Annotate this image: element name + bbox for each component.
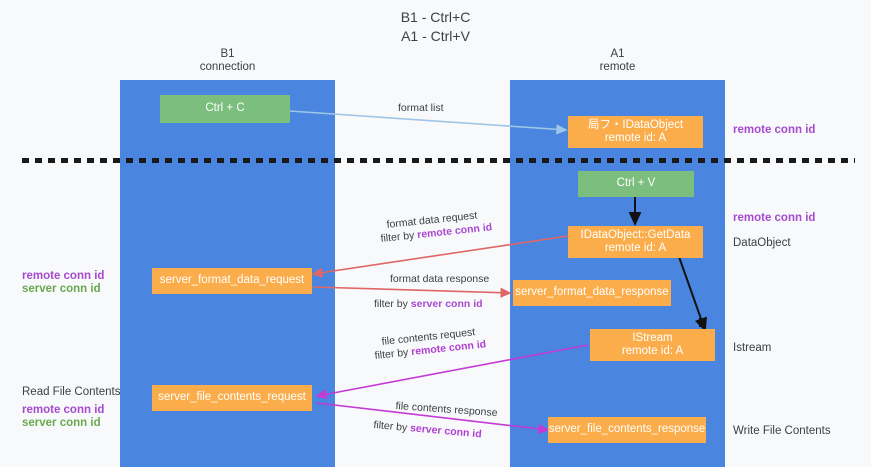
edge-label-format-data-response-filter: filter by server conn id bbox=[374, 298, 483, 311]
box-ctrl-v[interactable]: Ctrl + V bbox=[578, 171, 694, 197]
column-header-a1-subtitle: remote bbox=[599, 61, 636, 73]
column-header-a1-name: A1 bbox=[610, 48, 625, 60]
left-label-server-conn-id: server conn id bbox=[22, 283, 101, 295]
box-query-idataobject-label: 局フ・IDataObject bbox=[587, 118, 684, 131]
box-istream-label: IStream bbox=[632, 331, 673, 344]
box-istream[interactable]: IStream remote id: A bbox=[590, 329, 715, 361]
section-divider-dashed bbox=[22, 158, 855, 163]
box-istream-sub: remote id: A bbox=[621, 345, 684, 357]
right-label-remote-conn-id-top: remote conn id bbox=[733, 124, 816, 136]
filter-prefix-2: filter by bbox=[374, 298, 411, 310]
box-getdata-sub: remote id: A bbox=[604, 242, 667, 254]
column-header-b1-name: B1 bbox=[220, 48, 235, 60]
edge-label-file-contents-response-filter: filter by server conn id bbox=[373, 419, 482, 441]
box-ctrl-v-label: Ctrl + V bbox=[616, 177, 656, 190]
box-server-format-data-response-label: server_format_data_response bbox=[515, 286, 669, 299]
box-query-idataobject-sub: remote id: A bbox=[604, 132, 667, 144]
box-server-file-contents-response-label: server_file_contents_response bbox=[548, 423, 706, 436]
edge-label-file-contents-response: file contents response bbox=[395, 400, 498, 420]
left-label-read-file-contents: Read File Contents bbox=[22, 386, 121, 398]
box-getdata-label: IDataObject::GetData bbox=[580, 228, 691, 241]
page-title: B1 - Ctrl+C A1 - Ctrl+V bbox=[0, 8, 871, 46]
filter-prefix-4: filter by bbox=[372, 419, 411, 435]
box-server-format-data-response[interactable]: server_format_data_response bbox=[513, 280, 671, 306]
box-server-file-contents-response[interactable]: server_file_contents_response bbox=[548, 417, 706, 443]
left-label-remote-conn-id-2: remote conn id bbox=[22, 404, 105, 416]
filter-prefix-3: filter by bbox=[374, 346, 412, 362]
title-line-2: A1 - Ctrl+V bbox=[401, 28, 470, 44]
box-ctrl-c-label: Ctrl + C bbox=[205, 102, 245, 115]
filter-prefix-1: filter by bbox=[380, 229, 418, 245]
box-ctrl-c[interactable]: Ctrl + C bbox=[160, 95, 290, 123]
edge-label-format-list: format list bbox=[398, 102, 444, 114]
column-header-b1: B1 connection bbox=[120, 48, 335, 74]
right-label-remote-conn-id-mid: remote conn id bbox=[733, 212, 816, 224]
box-getdata[interactable]: IDataObject::GetData remote id: A bbox=[568, 226, 703, 258]
box-server-file-contents-request-label: server_file_contents_request bbox=[158, 391, 306, 404]
left-label-server-conn-id-2: server conn id bbox=[22, 417, 101, 429]
filter-key-server-conn-id-2: server conn id bbox=[409, 422, 483, 441]
filter-key-server-conn-id-1: server conn id bbox=[410, 298, 483, 310]
column-header-a1: A1 remote bbox=[510, 48, 725, 74]
box-server-file-contents-request[interactable]: server_file_contents_request bbox=[152, 385, 312, 411]
right-label-dataobject: DataObject bbox=[733, 237, 791, 249]
left-label-remote-conn-id: remote conn id bbox=[22, 270, 105, 282]
right-label-write-file-contents: Write File Contents bbox=[733, 425, 831, 437]
box-server-format-data-request[interactable]: server_format_data_request bbox=[152, 268, 312, 294]
edge-label-format-data-response: format data response bbox=[390, 273, 490, 285]
arrow-format-data-response bbox=[312, 286, 512, 298]
title-line-1: B1 - Ctrl+C bbox=[400, 9, 471, 25]
column-header-b1-subtitle: connection bbox=[199, 61, 256, 73]
right-label-istream: Istream bbox=[733, 342, 772, 354]
box-server-format-data-request-label: server_format_data_request bbox=[159, 274, 305, 287]
box-query-idataobject[interactable]: 局フ・IDataObject remote id: A bbox=[568, 116, 703, 148]
